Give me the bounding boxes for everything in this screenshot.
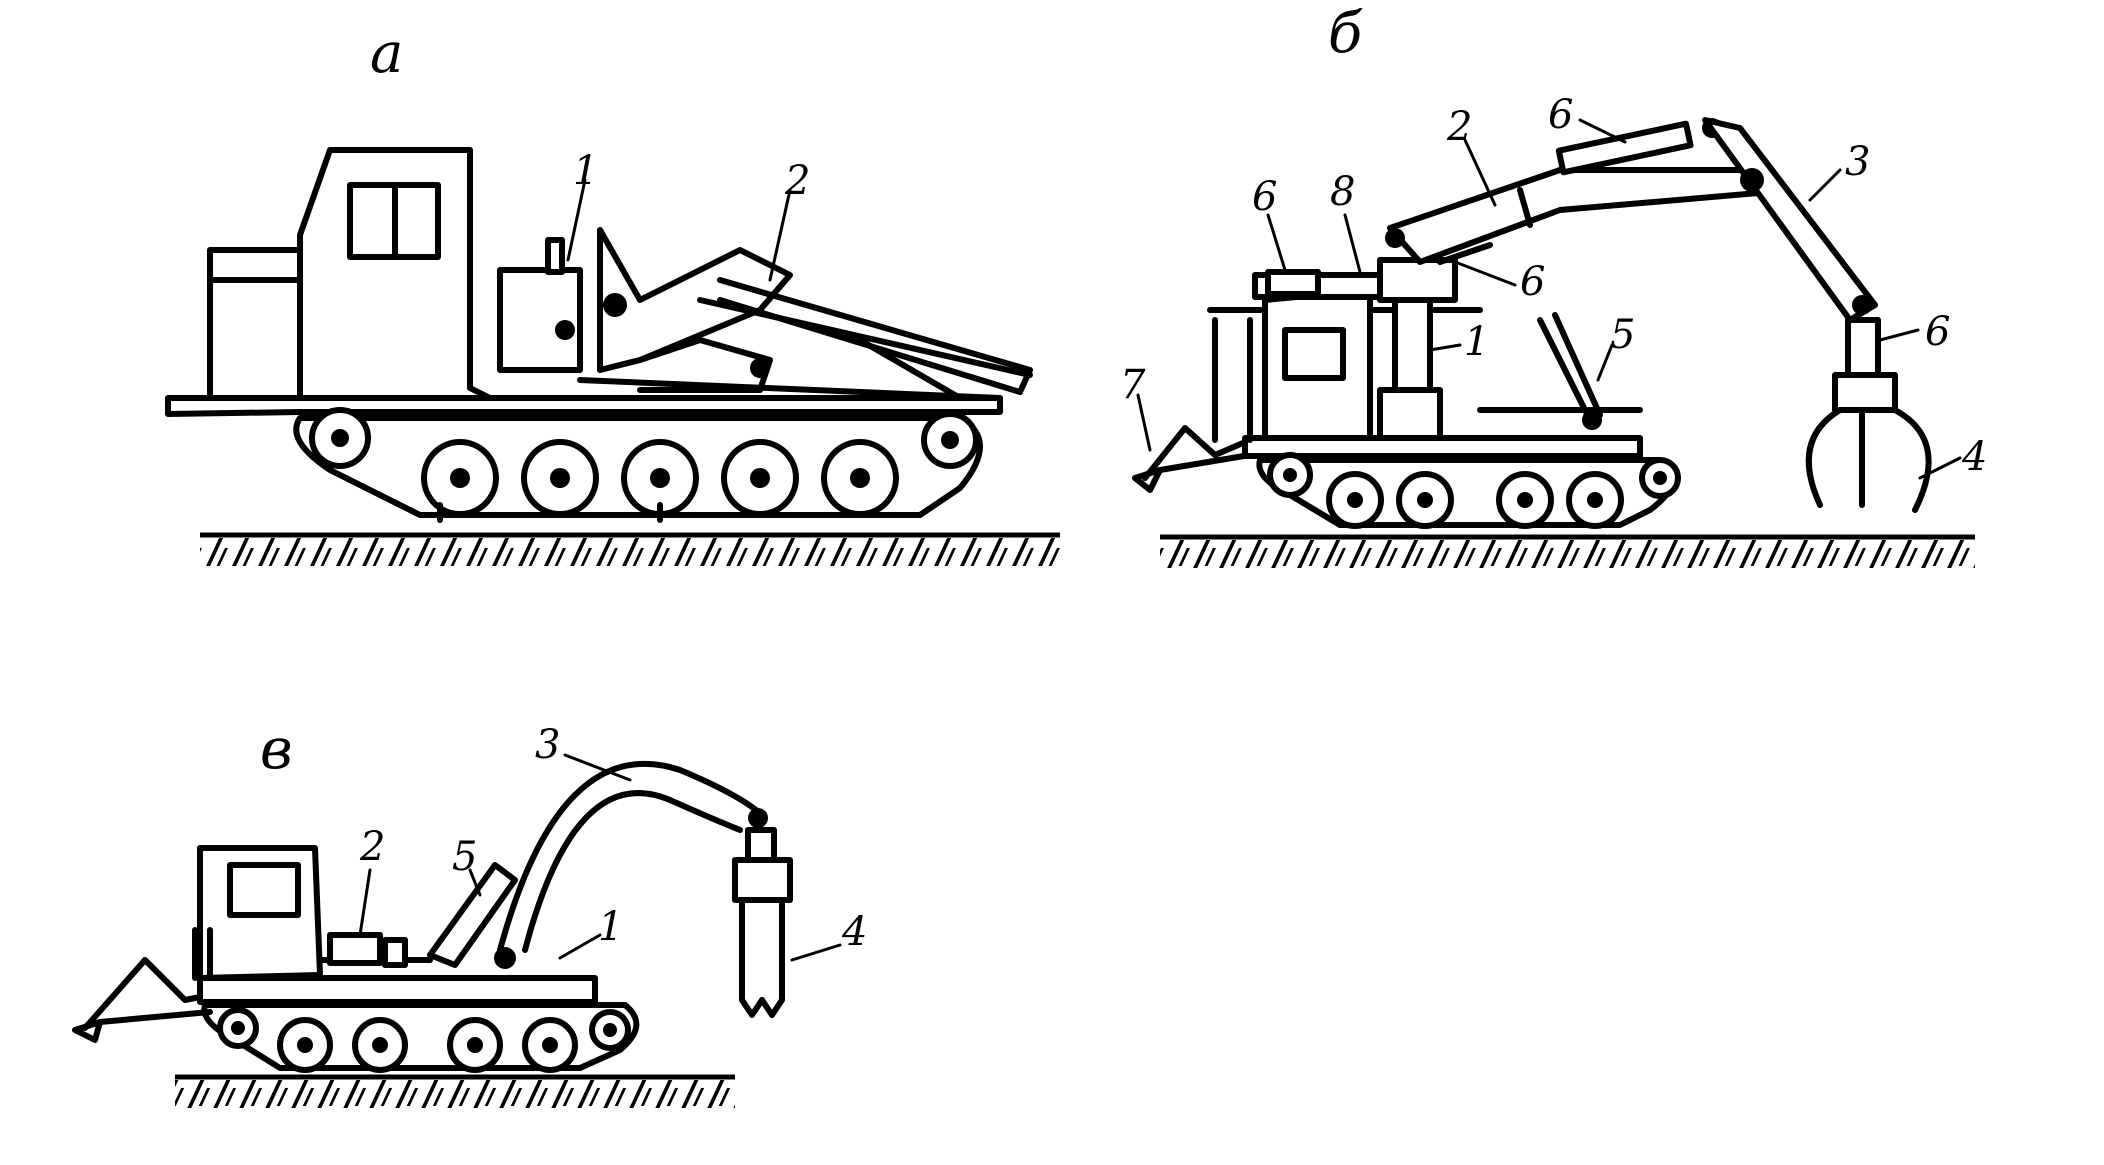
callout-v-2: 2 (359, 824, 385, 870)
callout-b-6-left: 6 (1252, 174, 1277, 220)
panel-b-letter: б (1328, 1, 1363, 66)
callout-a-2: 2 (784, 158, 810, 204)
panel-a-callouts: 1 2 (566, 148, 810, 282)
callout-v-3: 3 (535, 722, 560, 768)
callout-b-2: 2 (1446, 104, 1472, 150)
callout-b-1: 1 (1464, 319, 1489, 365)
panel-a-ground (200, 532, 1060, 566)
callout-b-3: 3 (1845, 139, 1870, 185)
panel-v: в (72, 717, 867, 1108)
panel-v-callouts: 3 2 5 1 4 (358, 722, 867, 962)
callout-v-4: 4 (841, 909, 867, 955)
callout-b-6-right: 6 (1925, 309, 1950, 355)
panel-b-ground (1160, 534, 1975, 568)
panel-v-ground (175, 1074, 735, 1108)
panel-a-skidder (165, 147, 1033, 523)
callout-b-5: 5 (1610, 312, 1635, 358)
callout-b-7: 7 (1120, 362, 1146, 408)
panel-v-machine (72, 760, 793, 1073)
callout-b-8: 8 (1330, 169, 1355, 215)
panel-a: a (165, 21, 1060, 566)
panel-v-letter: в (260, 717, 293, 782)
panel-b: б (1120, 1, 1987, 568)
panel-b-callouts: 2 6 3 6 8 6 6 1 5 7 4 (1120, 92, 1987, 480)
callout-a-1: 1 (573, 148, 598, 194)
panel-a-letter: a (370, 21, 403, 86)
callout-v-5: 5 (452, 834, 477, 880)
callout-b-6-top: 6 (1548, 92, 1573, 138)
panel-b-machine (1132, 117, 1932, 529)
callout-b-4: 4 (1961, 434, 1987, 480)
callout-b-6-mid: 6 (1520, 259, 1545, 305)
callout-v-1: 1 (598, 904, 623, 950)
